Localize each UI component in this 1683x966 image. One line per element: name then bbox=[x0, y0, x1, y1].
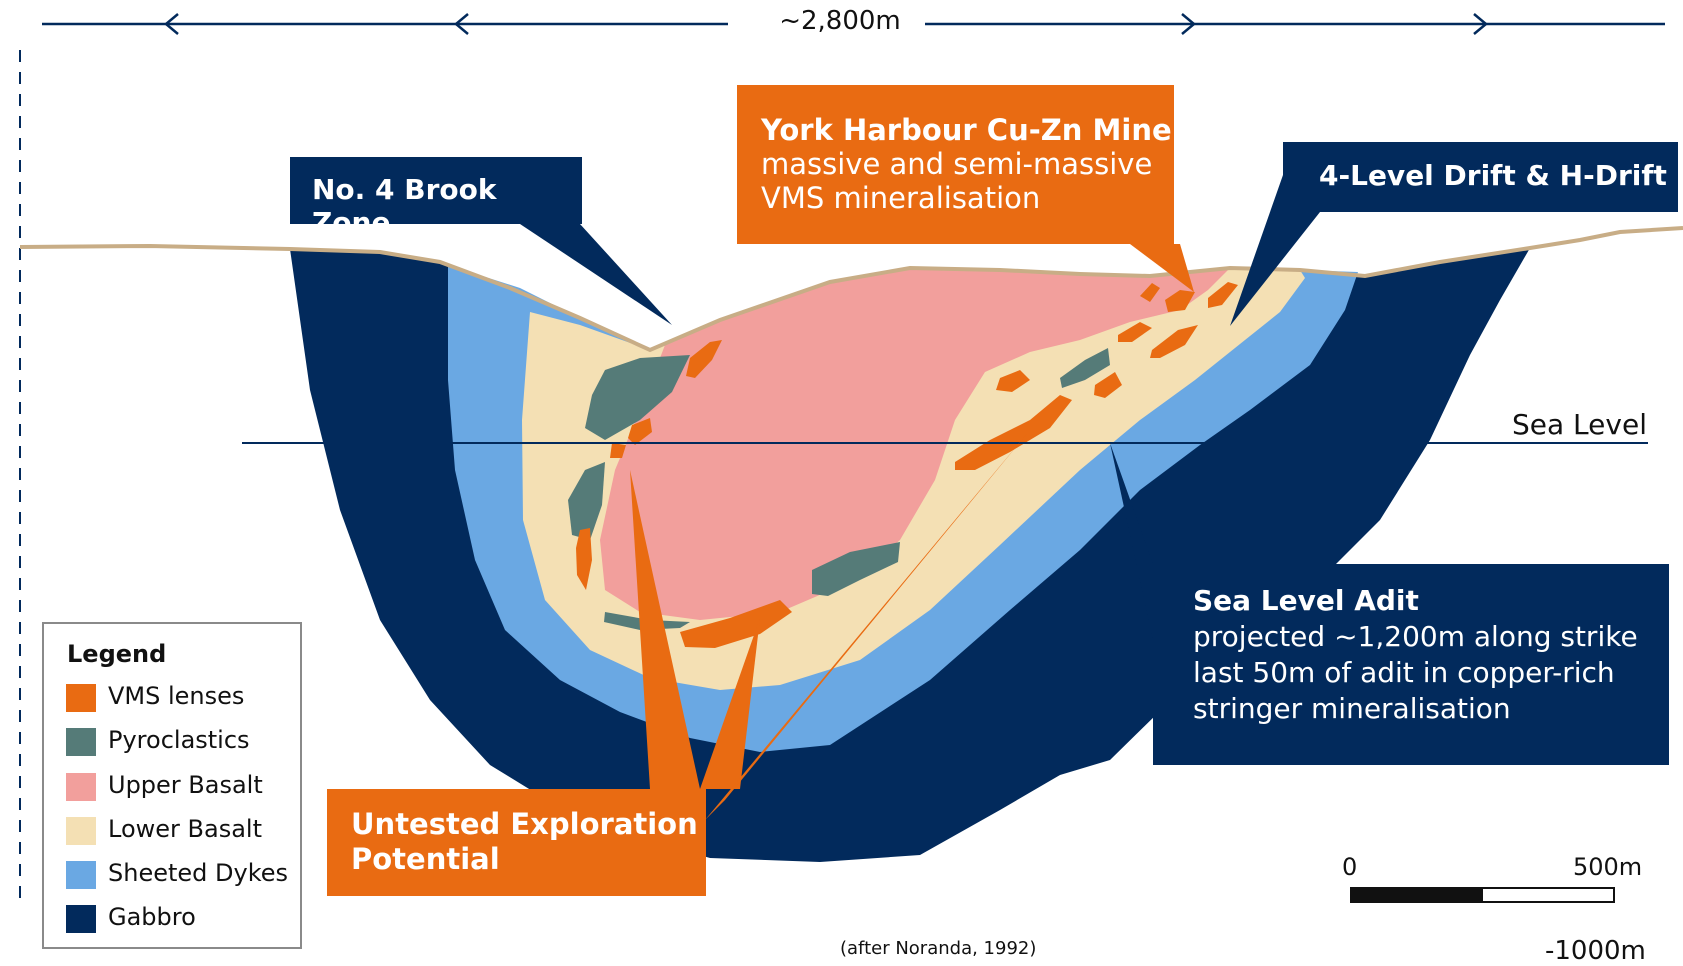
sea-level-label: Sea Level bbox=[1512, 408, 1647, 441]
adit-title: Sea Level Adit bbox=[1193, 583, 1669, 619]
drift-title: 4-Level Drift & H-Drift bbox=[1319, 159, 1678, 192]
legend-label: VMS lenses bbox=[108, 682, 244, 710]
legend-swatch bbox=[66, 728, 96, 756]
untested-line1: Untested Exploration bbox=[351, 807, 706, 842]
york-harbour-line2: VMS mineralisation bbox=[761, 181, 1174, 215]
legend-swatch bbox=[66, 773, 96, 801]
legend-swatch bbox=[66, 817, 96, 845]
untested-exploration-callout: Untested Exploration Potential bbox=[327, 789, 706, 896]
depth-label: -1000m bbox=[1545, 936, 1646, 966]
legend-swatch bbox=[66, 684, 96, 712]
adit-line3: stringer mineralisation bbox=[1193, 691, 1669, 727]
source-credit: (after Noranda, 1992) bbox=[840, 938, 1036, 959]
legend-label: Upper Basalt bbox=[108, 771, 263, 799]
legend-swatch bbox=[66, 905, 96, 933]
legend-swatch bbox=[66, 861, 96, 889]
legend-label: Pyroclastics bbox=[108, 726, 250, 754]
drift-callout: 4-Level Drift & H-Drift bbox=[1283, 142, 1678, 212]
legend-title: Legend bbox=[67, 640, 166, 668]
untested-line2: Potential bbox=[351, 842, 706, 877]
adit-line2: last 50m of adit in copper-rich bbox=[1193, 655, 1669, 691]
scale-end-label: 500m bbox=[1573, 853, 1642, 881]
adit-line1: projected ~1,200m along strike bbox=[1193, 619, 1669, 655]
legend-label: Gabbro bbox=[108, 903, 196, 931]
legend-box: Legend VMS lenses Pyroclastics Upper Bas… bbox=[42, 622, 302, 949]
scale-bar bbox=[1351, 888, 1614, 902]
legend-label: Sheeted Dykes bbox=[108, 859, 288, 887]
legend-label: Lower Basalt bbox=[108, 815, 262, 843]
york-harbour-line1: massive and semi-massive bbox=[761, 147, 1174, 181]
york-harbour-callout: York Harbour Cu-Zn Mine massive and semi… bbox=[737, 85, 1174, 244]
sea-level-adit-callout: Sea Level Adit projected ~1,200m along s… bbox=[1153, 564, 1669, 765]
width-dimension-label: ~2,800m bbox=[770, 6, 910, 36]
scale-start-label: 0 bbox=[1342, 853, 1357, 881]
brook-zone-title: No. 4 Brook Zone bbox=[312, 173, 582, 239]
brook-zone-callout: No. 4 Brook Zone bbox=[290, 157, 582, 224]
york-harbour-title: York Harbour Cu-Zn Mine bbox=[761, 113, 1174, 147]
